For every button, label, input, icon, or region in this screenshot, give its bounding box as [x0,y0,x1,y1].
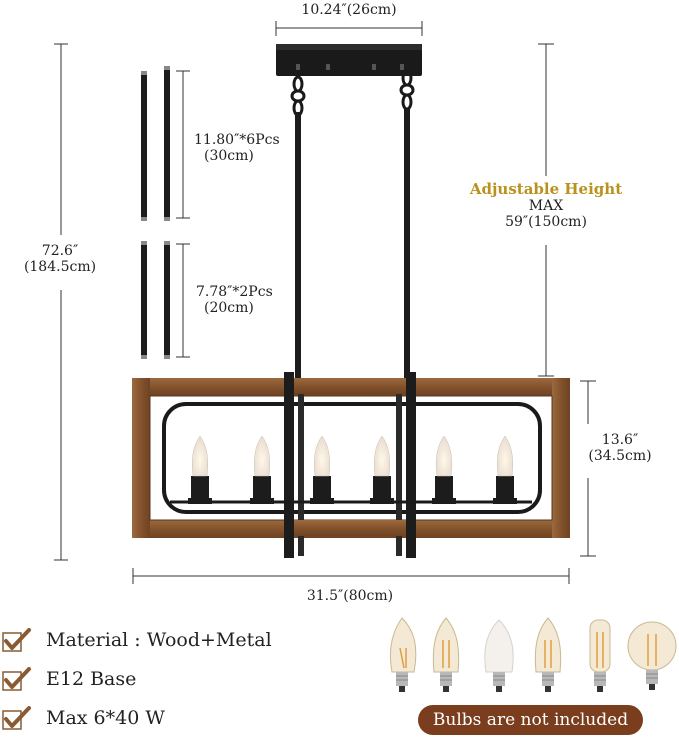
rod-long-value: 11.80″*6Pcs [194,132,280,148]
feature-label: Max 6*40 W [46,707,165,729]
bulbs-not-included-badge: Bulbs are not included [418,705,643,735]
rod-short-set [141,241,170,359]
total-height-metric: (184.5cm) [23,259,97,275]
bulb-examples [389,617,677,692]
adjustable-height-max: MAX [528,198,564,214]
metal-braces [284,372,416,558]
total-height-dimension [54,43,68,561]
candles [188,435,517,504]
bulb-icon [389,617,417,692]
total-height-value: 72.6″ [41,243,79,259]
bulb-icon [589,619,611,692]
canopy-width-dimension [275,21,423,36]
bulb-icon [534,617,562,692]
adjustable-height-dimension [538,43,554,377]
inner-metal-frame [162,402,542,514]
frame-height-metric: (34.5cm) [588,448,652,464]
frame-height-label: 13.6″ (34.5cm) [578,432,662,464]
feature-row-material: Material : Wood+Metal [2,624,272,656]
check-icon [2,628,32,652]
rod-short-metric: (20cm) [204,300,254,316]
canopy [276,44,422,76]
rod-short-value: 7.78″*2Pcs [196,284,273,300]
rod-short-label: 7.78″*2Pcs (20cm) [196,284,273,316]
frame-height-dimension [580,380,596,557]
adjustable-height-title: Adjustable Height [469,180,623,198]
hanging-rods [295,108,410,382]
rod-long-dimension [176,70,190,219]
rod-short-dimension [176,243,190,358]
adjustable-height-label: Adjustable Height MAX 59″(150cm) [468,180,624,230]
feature-label: E12 Base [46,668,137,690]
total-height-label: 72.6″ (184.5cm) [10,243,110,275]
rod-long-label: 11.80″*6Pcs (30cm) [194,132,280,164]
rod-long-metric: (30cm) [204,148,254,164]
feature-label: Material : Wood+Metal [46,629,272,651]
frame-width-dimension [132,568,570,584]
frame-width-label: 31.5″(80cm) [306,588,394,604]
check-icon [2,667,32,691]
center-slat [294,378,406,536]
rod-long-set [141,66,170,221]
check-icon [2,706,32,730]
adjustable-height-value: 59″(150cm) [505,214,587,230]
bulb-icon [484,619,514,692]
chains [290,69,415,117]
frame-height-value: 13.6″ [601,432,639,448]
bulb-icon [627,621,677,690]
feature-row-base: E12 Base [2,663,136,695]
canopy-width-label: 10.24″(26cm) [301,2,397,18]
bulb-icon [432,617,460,692]
feature-row-wattage: Max 6*40 W [2,702,165,734]
